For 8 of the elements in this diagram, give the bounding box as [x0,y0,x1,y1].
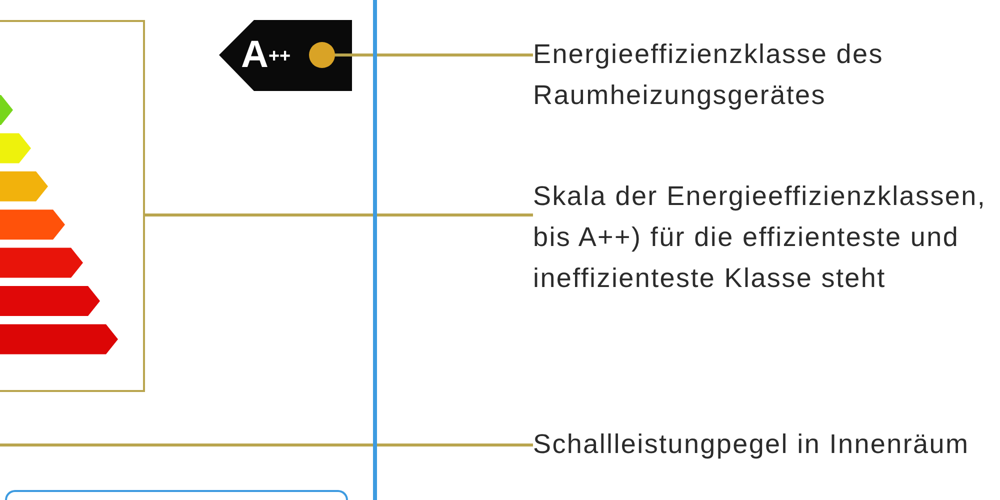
leader-line [145,214,533,216]
callout-text: Skala der Energieeffizienzklassen, bis A++) für die effizienteste und ineffizienteste Klasse steht [533,176,995,299]
callout-text: Schallleistungpegel in Innenräum [533,424,995,465]
class-label: A$^{++}$ [241,36,291,74]
leader-line [0,444,533,446]
callout-text: Energieeffizienzklasse des Raumheizungsgerätes [533,34,995,116]
scale-frame [0,20,145,392]
leader-line [309,42,533,68]
